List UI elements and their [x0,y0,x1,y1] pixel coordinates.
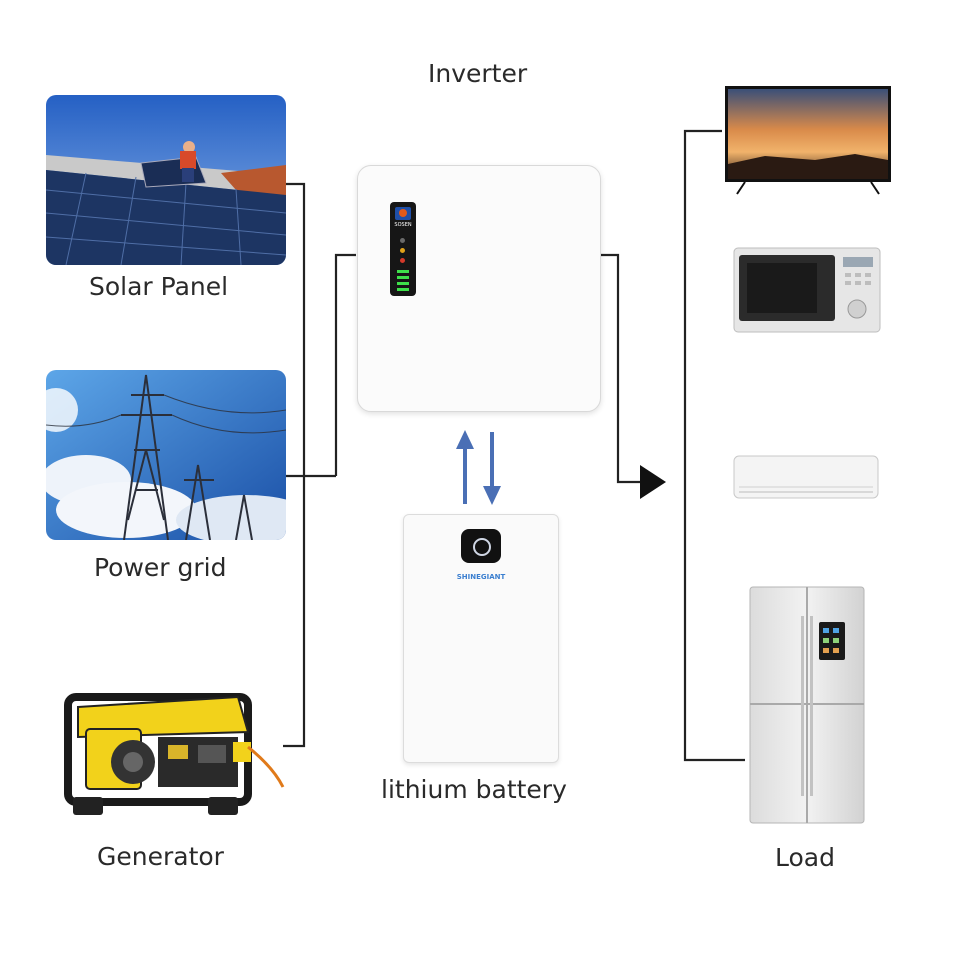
battery-level-bar-4 [397,288,409,291]
load-label: Load [775,843,835,872]
microwave-image [733,247,881,335]
inverter-brand: SOSEN [394,222,412,228]
tv-image [725,86,891,196]
solar-panel-image [46,95,286,265]
inverter-unit: SOSEN [357,165,601,412]
battery-brand: SHINEGIANT [456,573,506,581]
status-led-3 [400,258,405,263]
generator-image [58,677,288,827]
status-led-1 [400,238,405,243]
lithium-battery-unit: SHINEGIANT [403,514,559,763]
inverter-display-panel: SOSEN [390,202,416,296]
output-arrow-head [640,465,666,499]
battery-level-bar-2 [397,276,409,279]
battery-display-screen [461,529,501,563]
solar-panel-label: Solar Panel [89,272,229,301]
lithium-battery-label: lithium battery [381,775,567,804]
generator-label: Generator [97,842,224,871]
battery-display-icon [473,538,491,556]
refrigerator-image [749,586,865,826]
air-conditioner-image [733,455,879,501]
battery-level-bar-1 [397,270,409,273]
inverter-title: Inverter [428,59,528,88]
battery-level-bar-3 [397,282,409,285]
power-grid-image [46,370,286,540]
status-led-2 [400,248,405,253]
power-grid-label: Power grid [94,553,227,582]
inverter-logo-icon [395,207,411,220]
